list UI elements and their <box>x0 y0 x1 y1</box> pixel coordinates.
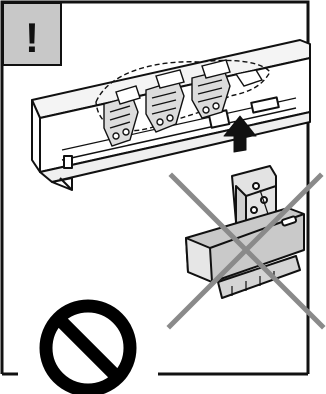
loose-module <box>186 166 304 298</box>
prohibition-circle-icon <box>46 306 130 390</box>
warning-icon: ! <box>25 14 39 61</box>
warning-badge: ! <box>3 3 61 65</box>
